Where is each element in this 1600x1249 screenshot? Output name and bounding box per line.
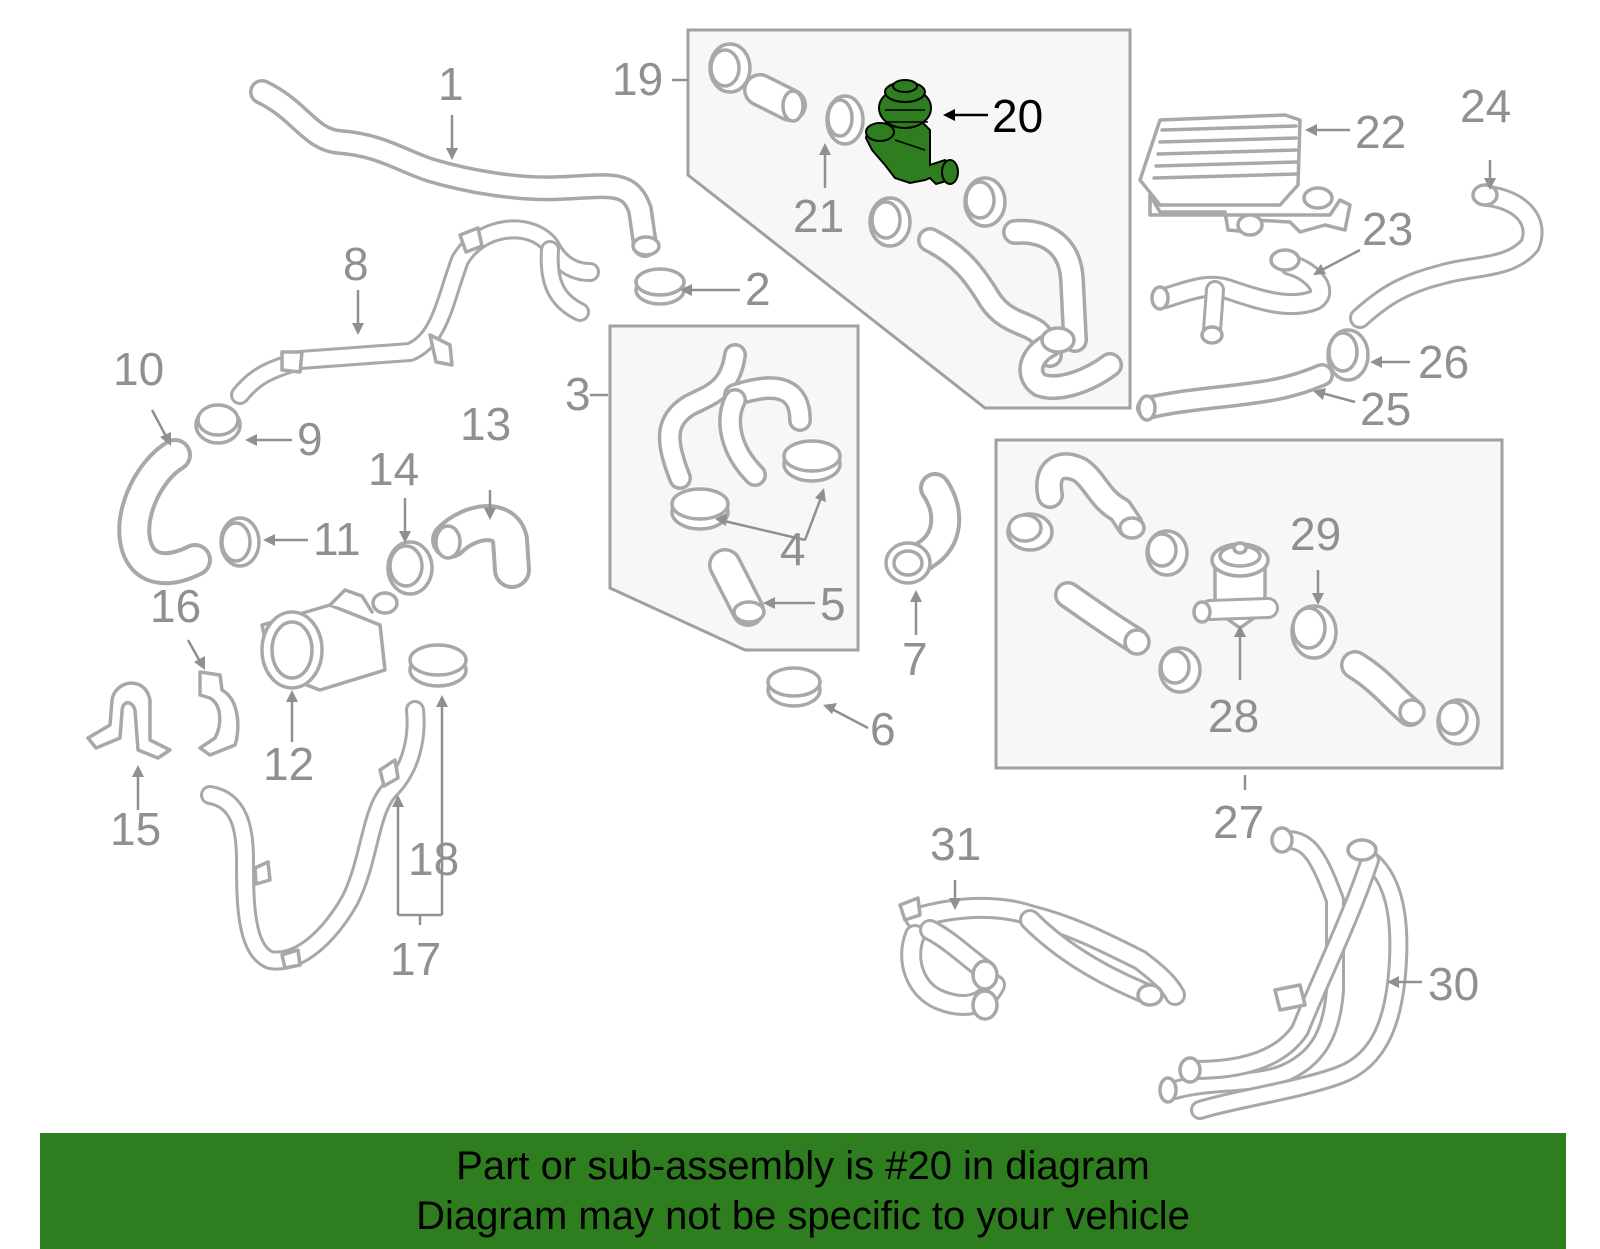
label-3: 3 bbox=[565, 368, 591, 420]
part-25-hose bbox=[1136, 363, 1334, 422]
part-21-clamps bbox=[825, 94, 1007, 248]
label-8: 8 bbox=[343, 238, 369, 290]
part-1-hose bbox=[249, 79, 661, 258]
label-20: 20 bbox=[992, 90, 1043, 142]
part-19-hose-assembly bbox=[708, 42, 1123, 401]
part-28-thermostat bbox=[1192, 541, 1279, 630]
part-14-clamp bbox=[386, 540, 434, 596]
part-30-pipes bbox=[1158, 826, 1409, 1120]
part-3-hose-assembly bbox=[657, 343, 812, 490]
info-banner: Part or sub-assembly is #20 in diagram D… bbox=[40, 1133, 1566, 1249]
label-28: 28 bbox=[1208, 690, 1259, 742]
label-5: 5 bbox=[820, 578, 846, 630]
label-15: 15 bbox=[110, 803, 161, 855]
label-27: 27 bbox=[1213, 796, 1264, 848]
part-7-hose bbox=[884, 472, 962, 585]
label-14: 14 bbox=[368, 443, 419, 495]
part-31-hoses bbox=[898, 896, 1186, 1021]
banner-line-2: Diagram may not be specific to your vehi… bbox=[416, 1194, 1190, 1238]
part-27-hose-assembly bbox=[1006, 452, 1480, 746]
label-11: 11 bbox=[313, 513, 361, 565]
part-29-clamp bbox=[1290, 604, 1338, 660]
part-12-pump bbox=[260, 588, 399, 692]
part-10-hose bbox=[117, 438, 212, 586]
label-1: 1 bbox=[438, 58, 464, 110]
label-13: 13 bbox=[460, 398, 511, 450]
part-26-clamp bbox=[1326, 328, 1370, 382]
part-2-clamp bbox=[634, 267, 686, 306]
leader-lines bbox=[132, 78, 1496, 988]
label-26: 26 bbox=[1418, 336, 1469, 388]
label-12: 12 bbox=[263, 738, 314, 790]
part-6-clamp bbox=[766, 666, 822, 708]
part-23-pipe bbox=[1150, 248, 1332, 345]
label-4: 4 bbox=[780, 523, 806, 575]
part-8-pipe bbox=[230, 219, 600, 405]
part-24-hose bbox=[1349, 183, 1544, 329]
label-25: 25 bbox=[1360, 383, 1411, 435]
label-29: 29 bbox=[1290, 508, 1341, 560]
label-17: 17 bbox=[390, 933, 441, 985]
part-15-bracket bbox=[86, 681, 172, 760]
label-18: 18 bbox=[408, 833, 459, 885]
label-16: 16 bbox=[150, 580, 201, 632]
label-30: 30 bbox=[1428, 958, 1479, 1010]
part-18-clamp bbox=[408, 643, 468, 688]
label-6: 6 bbox=[870, 703, 896, 755]
part-labels: 1 2 3 4 5 6 7 8 9 10 11 12 13 14 15 16 1… bbox=[110, 53, 1511, 1010]
part-11-clamp bbox=[219, 516, 261, 568]
label-24: 24 bbox=[1460, 80, 1511, 132]
label-21: 21 bbox=[793, 190, 844, 242]
banner-line-1: Part or sub-assembly is #20 in diagram bbox=[456, 1144, 1150, 1188]
part-9-clamp bbox=[194, 403, 242, 445]
label-7: 7 bbox=[902, 633, 928, 685]
part-5-hose bbox=[708, 548, 766, 627]
label-19: 19 bbox=[612, 53, 663, 105]
label-9: 9 bbox=[297, 413, 323, 465]
label-31: 31 bbox=[930, 818, 981, 870]
part-22-cooler bbox=[1138, 113, 1352, 237]
label-2: 2 bbox=[745, 263, 771, 315]
part-16-bracket bbox=[198, 670, 240, 757]
label-23: 23 bbox=[1362, 203, 1413, 255]
label-22: 22 bbox=[1355, 106, 1406, 158]
part-20-valve bbox=[864, 79, 959, 186]
part-13-elbow-hose bbox=[431, 504, 531, 589]
label-10: 10 bbox=[113, 343, 164, 395]
part-17-hose bbox=[200, 700, 426, 971]
part-4-clamps bbox=[670, 439, 842, 531]
